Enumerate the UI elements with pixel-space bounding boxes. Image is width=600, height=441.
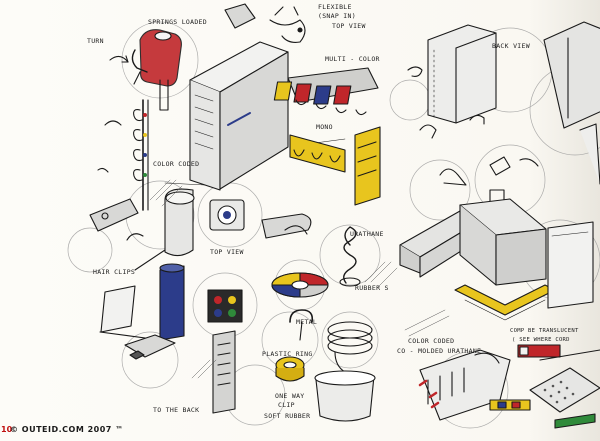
label-springs-loaded: SPRINGS LOADED (148, 18, 207, 26)
label-mono: MONO (316, 123, 333, 131)
multi-color-rail-sketch (273, 67, 379, 116)
label-snap-in: (SNAP IN) (318, 12, 356, 20)
soft-rubber-tub-sketch (314, 370, 376, 422)
label-flexible: FLEXIBLE (318, 3, 352, 11)
quad-connector-sketch (207, 289, 243, 323)
label-one-way: ONE WAY (275, 392, 305, 400)
label-soft-rubber: SOFT RUBBER (264, 412, 311, 420)
label-co-molded-urathane: CO - MOLDED URATHANE (397, 347, 482, 355)
label-comp-transluc: COMP BE TRANSLUCENT (510, 328, 579, 334)
label-turn: TURN (87, 37, 104, 45)
urathane-spring-sketch (339, 226, 361, 287)
label-rubber-s: RUBBER S (355, 284, 389, 292)
label-multi-color: MULTI - COLOR (325, 55, 380, 63)
cord-clip-sketch (89, 198, 139, 232)
back-view-device-sketch (427, 21, 600, 129)
rotation-arrows (97, 55, 144, 241)
chevron-base-sketch (454, 284, 556, 321)
copyright-footer: © OUTEID.COM 2007 ™ (10, 425, 124, 434)
red-stripes-sketch (418, 379, 440, 409)
label-plastic-ring: PLASTIC RING (262, 350, 313, 358)
wedge-device-sketch (459, 198, 547, 286)
plastic-ring-clip-sketch (275, 356, 305, 382)
blue-roller-sketch (159, 263, 185, 341)
metal-hook-sketch (289, 309, 314, 341)
top-view-ring-sketch (209, 199, 245, 231)
page-number: 10 (1, 425, 13, 434)
label-top-view-2: TOP VIEW (210, 248, 244, 256)
label-to-the-back: TO THE BACK (153, 406, 200, 414)
vertical-clip-bar-sketch (212, 330, 236, 414)
label-top-view-1: TOP VIEW (332, 22, 366, 30)
flexible-clip-sketch (224, 3, 306, 43)
label-see-where-cord: ( SEE WHERE CORD (512, 337, 570, 343)
stand-frame-sketch (99, 285, 176, 360)
curved-clip-sketch (261, 213, 312, 239)
coil-clip-sketch (327, 321, 373, 373)
label-color-coded-2: COLOR CODED (408, 337, 455, 345)
cylinder-holder-sketch (134, 188, 195, 271)
label-urathane: URATHANE (350, 230, 384, 238)
label-metal: METAL (296, 318, 318, 326)
label-back-view: BACK VIEW (492, 42, 530, 50)
label-hair-clips: HAIR CLIPS (93, 268, 136, 276)
color-block-sketch (489, 344, 600, 411)
label-clip: CLIP (278, 401, 295, 409)
red-hook-sketch (131, 29, 182, 111)
molded-cradle-sketch (419, 349, 511, 421)
perforated-cover-sketch (529, 367, 600, 429)
label-color-coded-1: COLOR CODED (153, 160, 200, 168)
shade-hatching (149, 179, 450, 379)
color-disc-sketch (271, 272, 329, 298)
small-clip-sketches (407, 66, 600, 203)
mono-rail-sketch (289, 126, 381, 206)
side-panel-sketch (547, 221, 594, 309)
hook-rail-sketch (133, 99, 149, 211)
wall-box-sketch (164, 41, 346, 191)
